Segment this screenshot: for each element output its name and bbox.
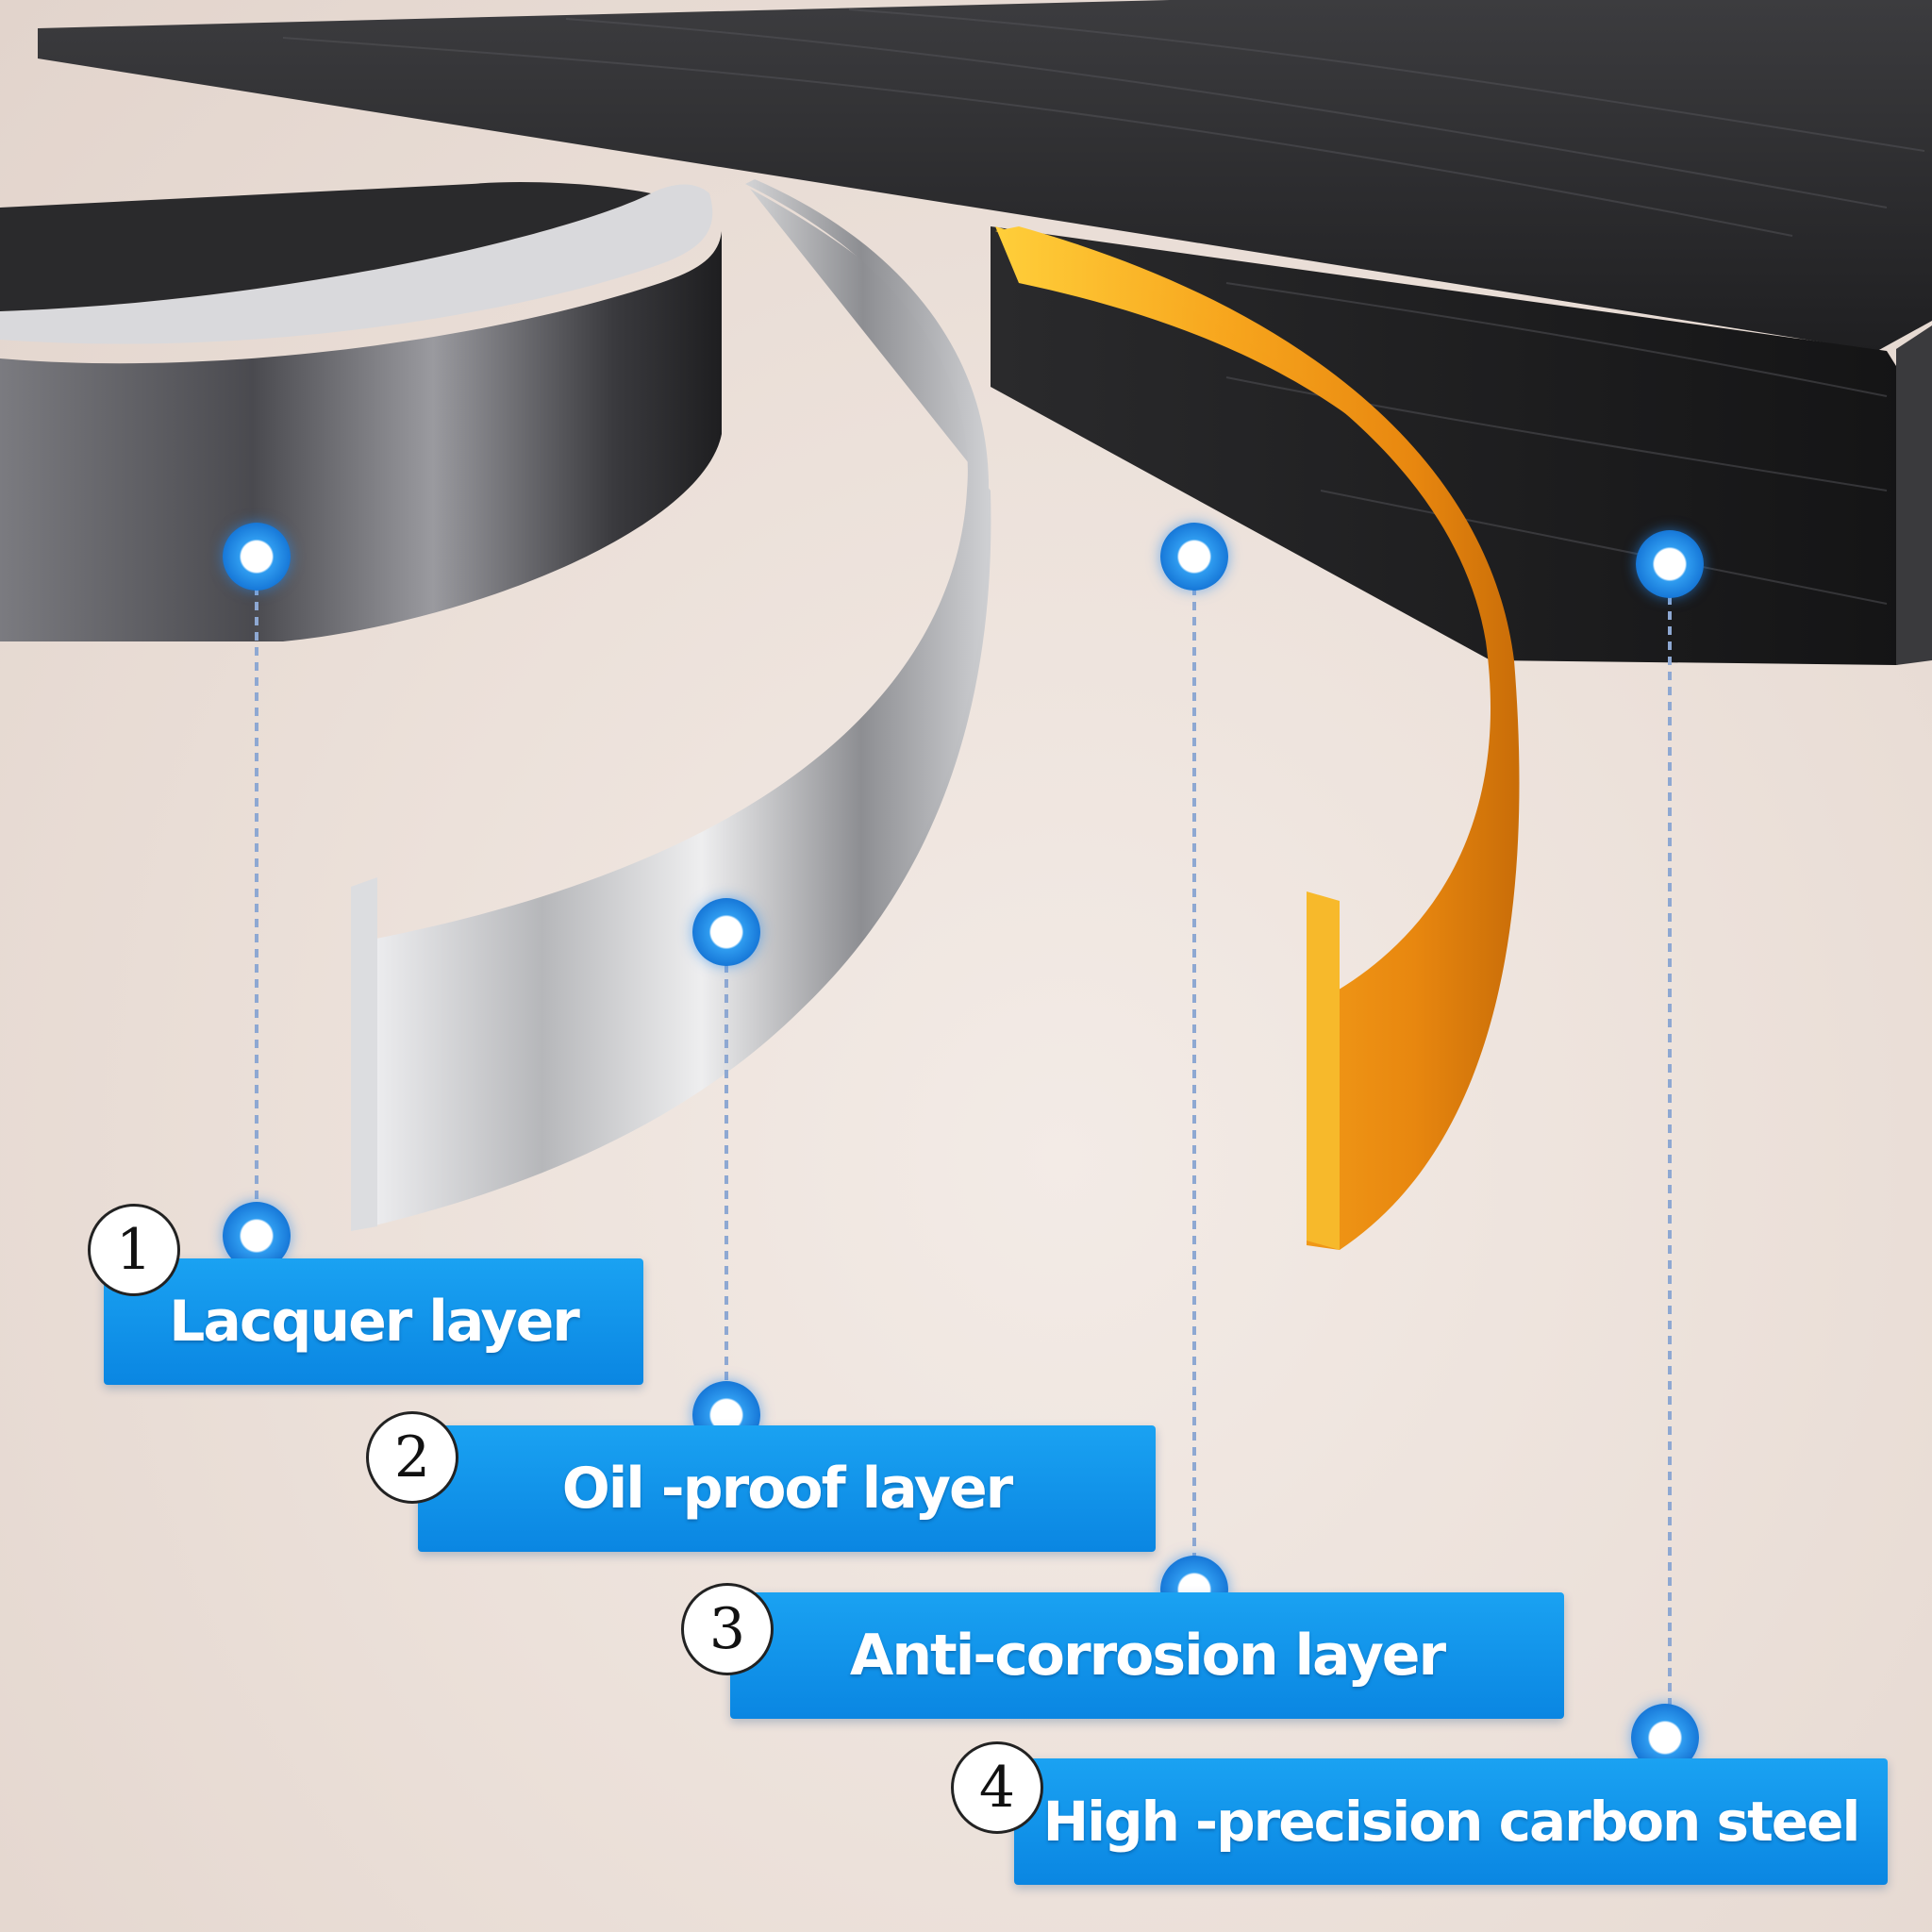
lacquer-band-inner bbox=[0, 182, 651, 311]
callout-lacquer-layer: Lacquer layer bbox=[104, 1258, 643, 1385]
anti-corrosion-band-face bbox=[995, 226, 1520, 1250]
lacquer-band-rim bbox=[0, 184, 713, 344]
oil-proof-band-face bbox=[351, 179, 990, 1231]
number-badge-2: 2 bbox=[366, 1411, 458, 1504]
callout-label-4: High -precision carbon steel bbox=[1042, 1790, 1861, 1854]
number-badge-4: 4 bbox=[951, 1741, 1043, 1834]
marker-dot-2-top bbox=[692, 898, 760, 966]
wood-grain bbox=[282, 8, 1925, 605]
callout-label-1: Lacquer layer bbox=[169, 1289, 580, 1355]
callout-carbon-steel: High -precision carbon steel bbox=[1014, 1758, 1888, 1885]
number-badge-3: 3 bbox=[681, 1583, 774, 1675]
wood-panel-side bbox=[1896, 325, 1932, 665]
number-badge-1: 1 bbox=[88, 1204, 180, 1296]
marker-dot-1-top bbox=[223, 523, 291, 591]
callout-label-3: Anti-corrosion layer bbox=[849, 1623, 1446, 1689]
leader-lines bbox=[255, 557, 1672, 1736]
oil-proof-band-end bbox=[351, 877, 377, 1231]
callout-anti-corrosion-layer: Anti-corrosion layer bbox=[730, 1592, 1564, 1719]
anti-corrosion-band-end bbox=[1307, 891, 1340, 1250]
callout-oil-proof-layer: Oil -proof layer bbox=[418, 1425, 1156, 1552]
callout-label-2: Oil -proof layer bbox=[561, 1456, 1014, 1522]
wood-panel-top bbox=[38, 0, 1932, 351]
lacquer-band bbox=[0, 231, 722, 641]
marker-dot-3-top bbox=[1160, 523, 1228, 591]
marker-dot-4-top bbox=[1636, 530, 1704, 598]
